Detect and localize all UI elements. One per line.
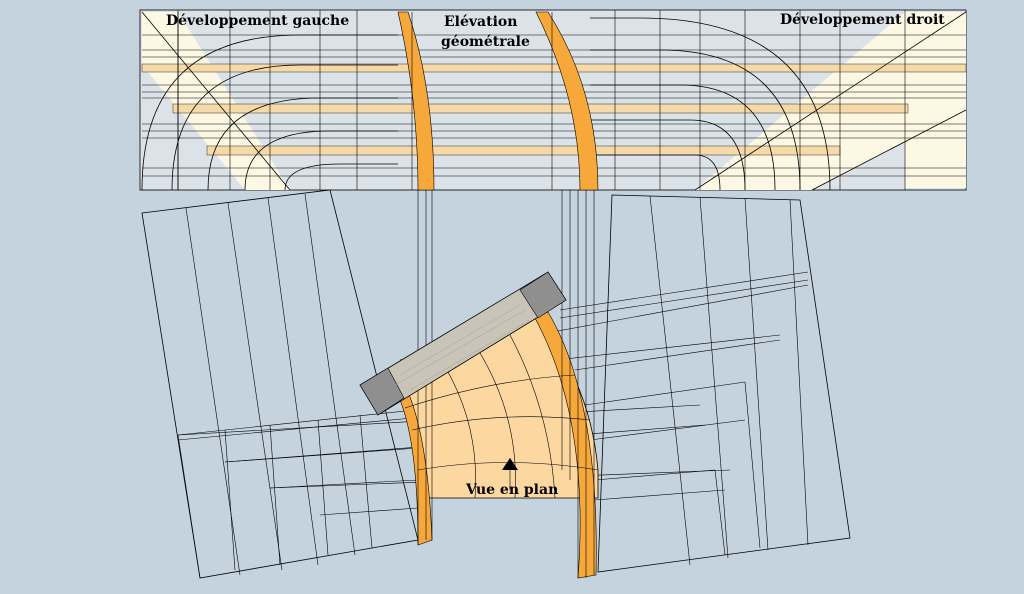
label-elevation-2: géométrale (441, 34, 530, 50)
band-upper (141, 63, 967, 73)
label-vue-en-plan: Vue en plan (465, 482, 558, 498)
label-dev-droit: Développement droit (780, 12, 945, 28)
wall-cap-right (519, 271, 567, 319)
wall-texture (394, 304, 531, 391)
wall-cap-left (359, 367, 405, 416)
right-pale-column (905, 12, 966, 188)
elevation-band (139, 9, 967, 191)
left-arcs (141, 34, 398, 191)
plan-right-edge (534, 311, 597, 579)
right-arcs (590, 17, 831, 191)
right-rib-elevation (535, 11, 599, 191)
diagonals (141, 11, 967, 191)
plan-view (359, 190, 599, 579)
label-elevation-1: Elévation (444, 14, 517, 30)
band-middle (172, 103, 909, 114)
right-development-grid (559, 194, 851, 573)
label-dev-gauche: Développement gauche (166, 13, 349, 29)
left-pale-wedge (142, 12, 178, 60)
left-rib-elevation (397, 11, 435, 191)
